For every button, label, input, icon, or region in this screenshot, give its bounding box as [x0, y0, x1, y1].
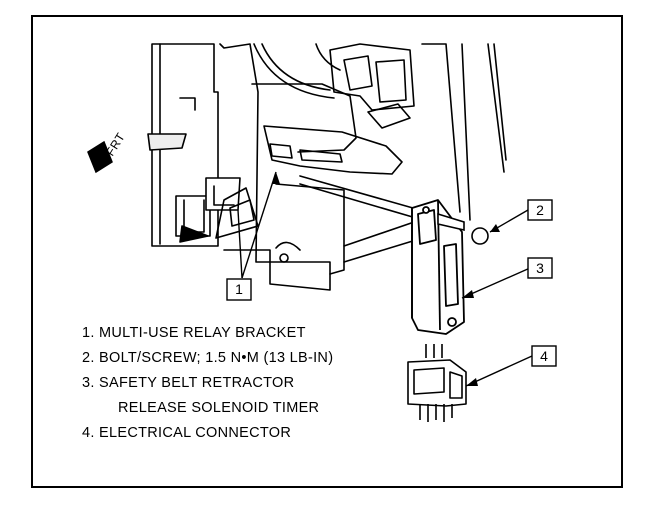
vehicle-structure — [147, 43, 507, 291]
callout-2: 2 — [536, 202, 544, 218]
callout-boxes — [226, 199, 557, 367]
bolt-screw — [437, 212, 489, 245]
callout-3: 3 — [536, 260, 544, 276]
callout-box-4 — [531, 345, 557, 367]
diagram-border — [31, 15, 623, 488]
callout-box-3 — [527, 257, 553, 279]
callout-box-2 — [527, 199, 553, 221]
legend: 1. MULTI-USE RELAY BRACKET 2. BOLT/SCREW… — [82, 321, 333, 446]
legend-item-3: 3. SAFETY BELT RETRACTOR — [82, 375, 295, 391]
leader-arrowheads — [272, 172, 500, 386]
callout-1: 1 — [235, 281, 243, 297]
legend-item-3-continued: RELEASE SOLENOID TIMER — [118, 400, 320, 416]
solenoid-timer-module — [411, 199, 465, 335]
callout-box-1 — [226, 278, 252, 301]
legend-item-4: 4. ELECTRICAL CONNECTOR — [82, 425, 292, 441]
legend-item-1: 1. MULTI-USE RELAY BRACKET — [82, 325, 306, 341]
front-arrow-icon — [87, 140, 113, 174]
callout-4: 4 — [540, 348, 548, 364]
electrical-connector — [407, 344, 467, 422]
legend-item-2: 2. BOLT/SCREW; 1.5 N•M (13 LB-IN) — [82, 350, 334, 366]
